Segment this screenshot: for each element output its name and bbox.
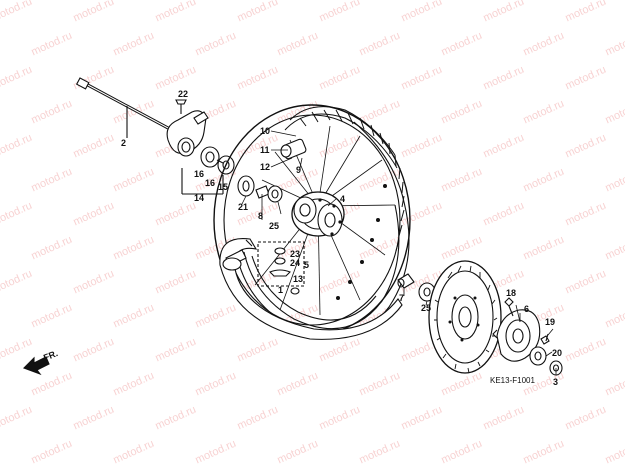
callout-6: 6	[524, 304, 529, 314]
callout-9: 9	[296, 165, 301, 175]
callout-8: 8	[258, 211, 263, 221]
spoke-nipples	[336, 184, 387, 300]
front-wheel	[213, 104, 411, 340]
callout-5: 5	[304, 260, 309, 270]
direction-label: FR.	[42, 348, 59, 363]
callout-14: 14	[194, 193, 204, 203]
callout-22: 22	[178, 89, 188, 99]
callout-19: 19	[545, 317, 555, 327]
diagram-code: KE13-F1001	[490, 376, 535, 385]
front-direction-arrow	[23, 356, 50, 376]
brake-disc	[428, 260, 502, 374]
dust-seal	[529, 346, 547, 366]
hub-seal-bearing-stack	[237, 175, 283, 203]
callout-21: 21	[238, 202, 248, 212]
callout-3: 3	[553, 377, 558, 387]
callout-12: 12	[260, 162, 270, 172]
callout-15: 15	[218, 182, 228, 192]
callout-16a: 16	[194, 169, 204, 179]
callout-23: 23	[290, 249, 300, 259]
callout-1: 1	[278, 285, 283, 295]
callout-4: 4	[340, 194, 345, 204]
callout-25b: 25	[421, 303, 431, 313]
leader-lines	[241, 130, 557, 375]
callout-11: 11	[260, 145, 270, 155]
inner-tube-valve	[280, 138, 307, 160]
disc-bolt	[504, 297, 514, 317]
front-axle	[75, 77, 169, 138]
callout-2: 2	[121, 138, 126, 148]
distance-collar	[397, 273, 415, 289]
callout-labels: 22 2 10 11 12 9 4 16 16 15 14 21 8 25 23…	[121, 89, 562, 387]
callout-13: 13	[293, 274, 303, 284]
callout-18: 18	[506, 288, 516, 298]
callout-10: 10	[260, 126, 270, 136]
callout-24: 24	[290, 258, 300, 268]
speedometer-gearbox	[166, 99, 209, 157]
spoke-parts-box	[257, 241, 305, 295]
callout-7: 7	[399, 293, 404, 303]
flange-bolt	[540, 333, 550, 345]
tire-tread	[284, 106, 405, 252]
callout-20: 20	[552, 348, 562, 358]
hub-flange	[492, 309, 541, 362]
front-hub	[291, 191, 345, 237]
callout-25a: 25	[269, 221, 279, 231]
callout-16b: 16	[205, 178, 215, 188]
